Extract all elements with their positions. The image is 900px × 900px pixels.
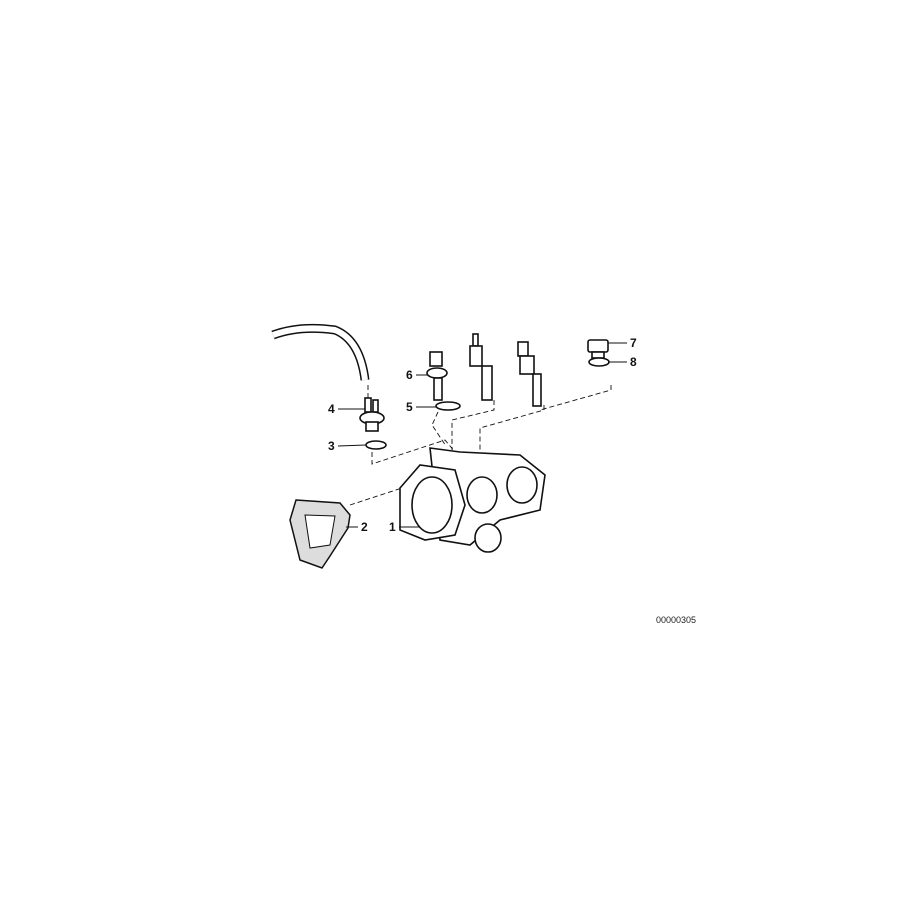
callout-5: 5 xyxy=(406,400,413,414)
sensor-part-6 xyxy=(426,351,461,411)
callout-4: 4 xyxy=(328,402,335,416)
screw-plug-part-7 xyxy=(587,339,610,367)
callout-6: 6 xyxy=(406,368,413,382)
callout-8: 8 xyxy=(630,355,637,369)
leader-lines xyxy=(337,342,627,528)
thermostat-housing-part-1 xyxy=(399,447,546,553)
callout-3: 3 xyxy=(328,439,335,453)
gasket-part-2 xyxy=(289,499,351,569)
callout-1: 1 xyxy=(389,520,396,534)
sensor-middle-right xyxy=(517,341,542,407)
hose xyxy=(271,323,370,381)
sensor-middle-left xyxy=(469,333,493,401)
sensor-part-4 xyxy=(359,397,387,450)
callout-7: 7 xyxy=(630,336,637,350)
image-id: 00000305 xyxy=(656,615,696,625)
callout-2: 2 xyxy=(361,520,368,534)
